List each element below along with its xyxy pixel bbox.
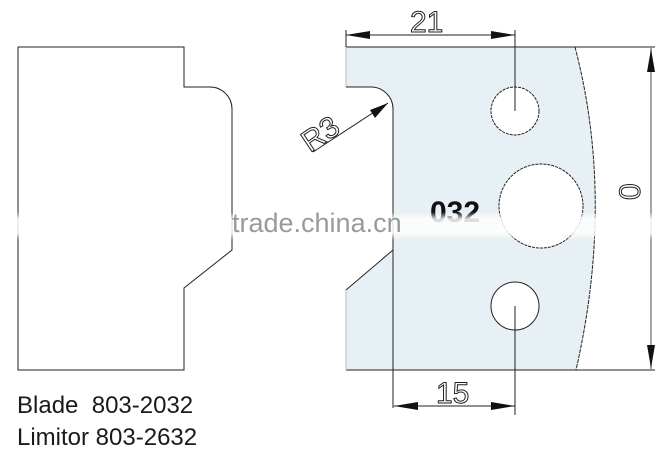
dim-21-label: 21 — [410, 6, 443, 39]
watermark-band — [0, 212, 660, 240]
limitor-caption: Limitor 803-2632 — [17, 424, 198, 451]
watermark: trade.china.cn — [232, 208, 402, 238]
blade-caption: Blade 803-2032 — [17, 392, 194, 419]
blade-arc-edge — [574, 46, 596, 371]
blade-shape — [346, 47, 596, 370]
blade-chamfer — [345, 249, 394, 291]
dim-15-label: 15 — [436, 377, 469, 410]
dim-21-arrow-right — [491, 31, 515, 39]
left-profile-outline — [17, 46, 233, 371]
height-dim-arrow-bottom — [647, 345, 655, 368]
r3-label: R3 — [295, 110, 345, 159]
dim-21-arrow-left — [346, 31, 370, 39]
dim-15-arrow-right — [491, 402, 515, 410]
height-dim-arrow-top — [647, 49, 655, 72]
dim-15-arrow-left — [394, 402, 418, 410]
blade-r3-notch — [346, 86, 394, 408]
height-dim-label: 0 — [614, 183, 647, 200]
r3-arrow — [370, 103, 388, 118]
